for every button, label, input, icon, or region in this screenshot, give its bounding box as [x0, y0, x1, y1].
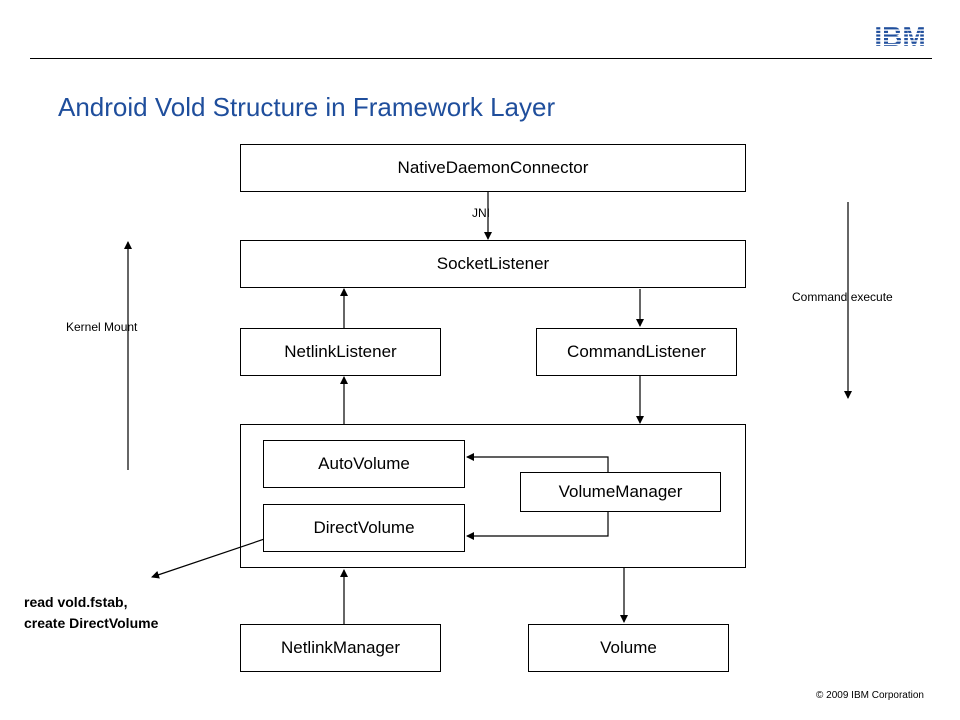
vold-container	[240, 424, 746, 568]
ibm-logo: IBM	[874, 21, 925, 50]
arrow-manager-to-auto	[466, 453, 609, 472]
volume-box: Volume	[528, 624, 729, 672]
volume-manager-box: VolumeManager	[520, 472, 721, 512]
arrow-manager-to-direct	[466, 512, 609, 540]
socket-listener-box: SocketListener	[240, 240, 746, 288]
copyright-footer: © 2009 IBM Corporation	[816, 690, 924, 701]
jni-label: JNI	[472, 206, 490, 220]
kernel-mount-label: Kernel Mount	[66, 320, 138, 334]
command-listener-box: CommandListener	[536, 328, 737, 376]
ibm-logo-text: IBM	[874, 21, 925, 50]
header-rule	[30, 58, 932, 59]
netlink-manager-box: NetlinkManager	[240, 624, 441, 672]
page-title: Android Vold Structure in Framework Laye…	[58, 92, 556, 122]
command-execute-label: Command execute	[792, 290, 893, 304]
native-daemon-connector-box: NativeDaemonConnector	[240, 144, 746, 192]
note-line-2: create DirectVolume	[24, 615, 159, 631]
note-read-fstab: read vold.fstab, create DirectVolume	[24, 592, 158, 634]
netlink-listener-box: NetlinkListener	[240, 328, 441, 376]
direct-volume-box: DirectVolume	[263, 504, 465, 552]
note-line-1: read vold.fstab,	[24, 594, 128, 610]
auto-volume-box: AutoVolume	[263, 440, 465, 488]
